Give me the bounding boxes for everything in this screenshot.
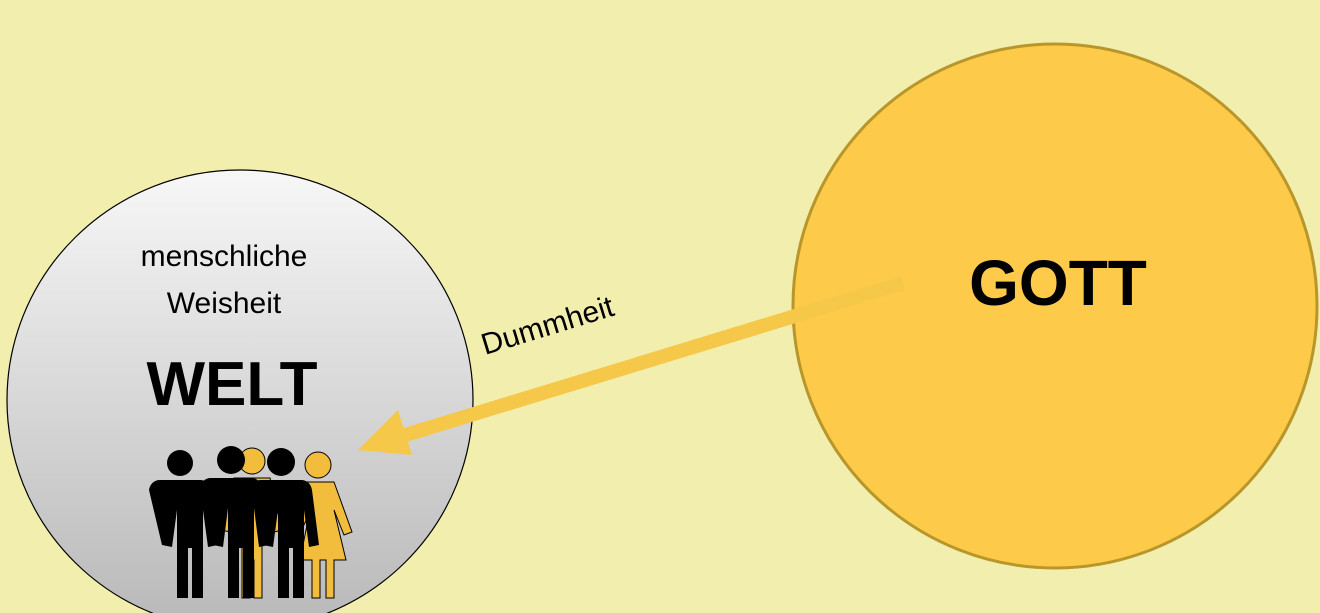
welt-subtitle-line2: Weisheit	[167, 287, 282, 320]
people-group-icon	[149, 446, 353, 599]
person-black-3-icon	[250, 448, 319, 598]
welt-node: menschliche Weisheit WELT	[6, 169, 474, 613]
gott-node: GOTT	[791, 42, 1319, 570]
person-black-2-icon	[200, 446, 269, 598]
welt-title: WELT	[146, 350, 317, 419]
welt-subtitle-line1: menschliche	[141, 240, 308, 273]
gott-circle	[791, 42, 1319, 570]
arrow-shaft	[399, 276, 906, 443]
welt-circle	[6, 169, 474, 613]
person-black-1-icon	[149, 450, 218, 598]
gott-title: GOTT	[969, 247, 1147, 319]
arrow-head	[358, 410, 412, 455]
